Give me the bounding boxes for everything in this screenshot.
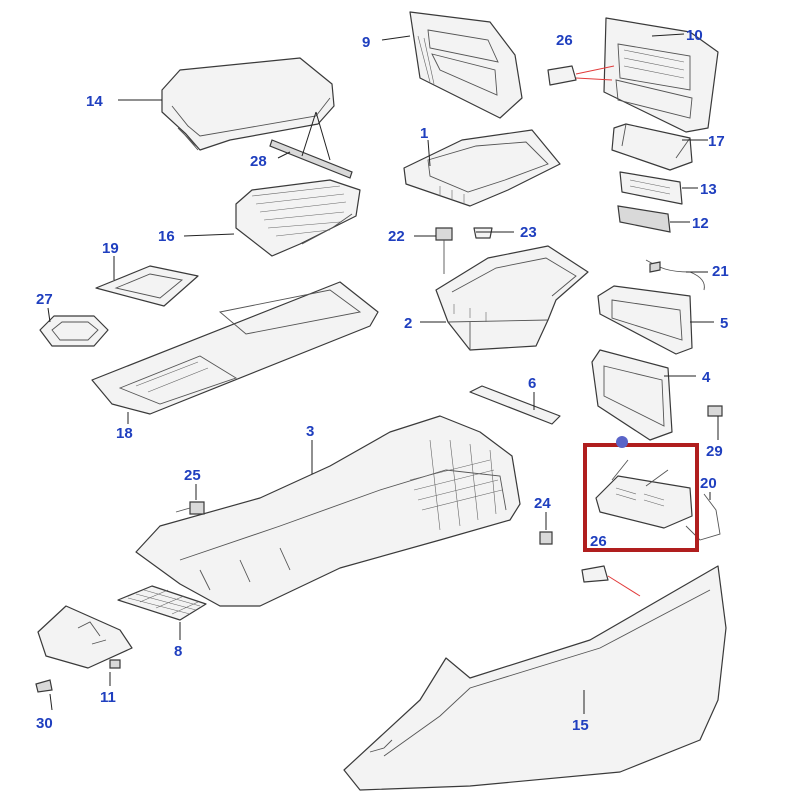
part-9-bezel xyxy=(409,11,523,119)
callout-11: 11 xyxy=(100,689,116,706)
callout-18: 18 xyxy=(116,425,133,442)
callout-2: 2 xyxy=(404,315,412,332)
highlight-box xyxy=(583,443,699,552)
part-8-mesh-mat xyxy=(117,585,207,621)
part-21-harness xyxy=(645,259,705,291)
callout-27: 27 xyxy=(36,291,53,308)
leader-lines xyxy=(47,33,719,714)
callout-5: 5 xyxy=(720,315,728,332)
part-5-frame xyxy=(597,285,693,355)
part-11-cover-panel xyxy=(37,605,133,669)
callout-30: 30 xyxy=(36,715,53,732)
callout-22: 22 xyxy=(388,228,405,245)
callout-10: 10 xyxy=(686,27,703,44)
callout-8: 8 xyxy=(174,643,182,660)
part-6-rail xyxy=(469,385,561,425)
part-26-connector-top xyxy=(547,65,615,86)
callout-4: 4 xyxy=(702,369,711,386)
callout-28: 28 xyxy=(250,153,267,170)
callout-12: 12 xyxy=(692,215,709,232)
callout-20: 20 xyxy=(700,475,717,492)
part-28-hinge-rod xyxy=(269,111,353,179)
part-24-nut xyxy=(539,531,553,545)
callout-3: 3 xyxy=(306,423,314,440)
part-4-bracket xyxy=(591,349,673,441)
part-13-panel xyxy=(619,171,683,205)
part-17-bracket xyxy=(611,123,693,171)
blue-dot-marker-icon xyxy=(616,436,628,448)
part-18-top-panel xyxy=(91,281,379,415)
callout-25: 25 xyxy=(184,467,201,484)
callout-13: 13 xyxy=(700,181,717,198)
part-19-gasket xyxy=(95,265,199,307)
callout-17: 17 xyxy=(708,133,725,150)
part-2-console-bin xyxy=(435,245,589,351)
callout-24: 24 xyxy=(534,495,551,512)
part-15-side-trim xyxy=(343,565,727,791)
part-22-fastener xyxy=(435,227,453,274)
callout-29: 29 xyxy=(706,443,723,460)
part-14-armrest-lid xyxy=(161,57,335,151)
callout-1: 1 xyxy=(420,125,428,142)
part-3-console-body xyxy=(135,415,521,607)
part-26-connector-bottom xyxy=(581,565,641,597)
part-12-panel xyxy=(617,205,671,233)
highlighted-component xyxy=(595,459,693,529)
callout-16: 16 xyxy=(158,228,175,245)
callout-14: 14 xyxy=(86,93,103,110)
callout-15: 15 xyxy=(572,717,589,734)
callout-21: 21 xyxy=(712,263,729,280)
callout-9: 9 xyxy=(362,34,370,51)
part-27-bezel-ring xyxy=(39,315,109,347)
callout-26-top: 26 xyxy=(556,32,573,49)
part-1-tray xyxy=(403,129,561,207)
callout-26-bottom: 26 xyxy=(590,533,607,550)
callout-6: 6 xyxy=(528,375,536,392)
part-10-trim xyxy=(603,17,719,133)
callout-19: 19 xyxy=(102,240,119,257)
part-23-clip xyxy=(473,227,493,239)
callout-23: 23 xyxy=(520,224,537,241)
part-25-bolt xyxy=(175,501,205,515)
part-29-screw xyxy=(707,405,723,417)
part-30-clip xyxy=(35,679,53,693)
part-16-storage-bin xyxy=(235,179,361,257)
